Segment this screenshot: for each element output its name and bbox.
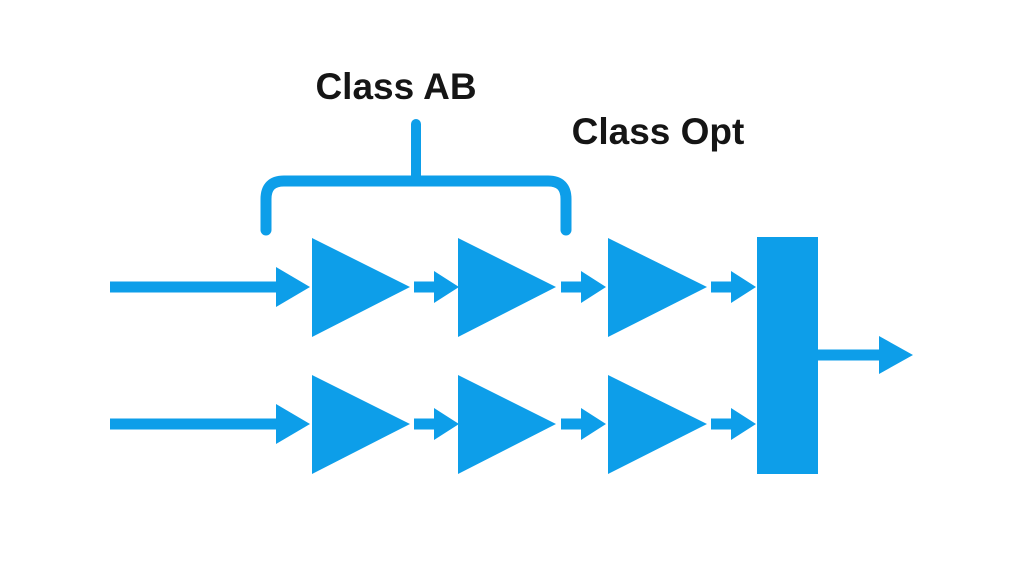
output-arrow-head xyxy=(879,336,913,374)
combiner-feed-arrow-head xyxy=(731,271,756,303)
class-ab-brace xyxy=(260,119,572,236)
amplifier-chain-top xyxy=(110,238,756,337)
amplifier-stage2-triangle xyxy=(458,238,556,337)
brace-bar xyxy=(260,175,572,236)
input-arrow-head xyxy=(276,267,310,307)
amplifier-stage2-triangle xyxy=(458,375,556,474)
combiner-rectangle xyxy=(757,237,818,474)
input-arrow-head xyxy=(276,404,310,444)
amplifier-stage1-triangle xyxy=(312,238,410,337)
combiner-feed-arrow-head xyxy=(731,408,756,440)
interstage-arrow-head xyxy=(581,408,606,440)
amplifier-stage1-triangle xyxy=(312,375,410,474)
class-ab-label: Class AB xyxy=(315,66,476,107)
amplifier-chain-bottom xyxy=(110,375,756,474)
interstage-arrow-head xyxy=(581,271,606,303)
interstage-arrow-head xyxy=(434,408,459,440)
amplifier-stage3-triangle xyxy=(608,238,707,337)
interstage-arrow-head xyxy=(434,271,459,303)
class-opt-label: Class Opt xyxy=(572,111,745,152)
output-arrow xyxy=(818,336,913,374)
amplifier-stage3-triangle xyxy=(608,375,707,474)
